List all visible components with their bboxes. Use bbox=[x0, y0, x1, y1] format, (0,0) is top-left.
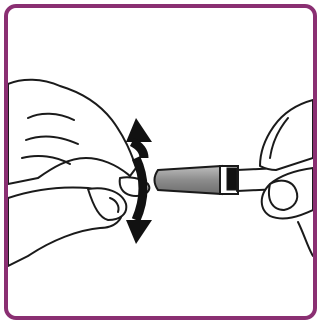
illustration-frame bbox=[4, 4, 317, 320]
right-hand bbox=[260, 100, 313, 256]
needle-hub bbox=[227, 168, 237, 190]
illustration-svg bbox=[8, 8, 313, 316]
left-hand bbox=[8, 80, 136, 266]
needle-cap bbox=[155, 166, 239, 194]
